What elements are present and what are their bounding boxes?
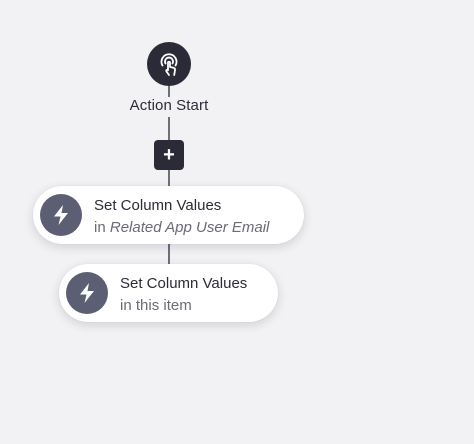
touch-pointer-icon: [155, 50, 183, 78]
action-subtitle: in Related App User Email: [94, 219, 284, 236]
action-card-set-column-values-related[interactable]: Set Column Values in Related App User Em…: [33, 186, 304, 244]
action-start-node[interactable]: [147, 42, 191, 86]
lightning-bolt-icon: [66, 272, 108, 314]
lightning-bolt-icon: [40, 194, 82, 236]
connector-line-between-actions: [168, 244, 170, 264]
plus-icon: +: [163, 144, 175, 166]
connector-line-start: [168, 86, 170, 97]
action-card-set-column-values-this-item[interactable]: Set Column Values in this item: [59, 264, 278, 322]
action-title: Set Column Values: [94, 197, 222, 214]
action-subtitle-prefix: in: [120, 297, 132, 314]
action-title: Set Column Values: [120, 275, 248, 292]
action-start-label: Action Start: [129, 97, 209, 114]
connector-line-to-add: [168, 117, 170, 140]
action-subtitle: in this item: [120, 297, 192, 314]
add-step-button[interactable]: +: [154, 140, 184, 170]
connector-line-to-first-action: [168, 170, 170, 186]
action-subtitle-target: this item: [135, 297, 192, 314]
action-subtitle-target: Related App User Email: [109, 219, 270, 236]
action-subtitle-prefix: in: [94, 219, 106, 236]
